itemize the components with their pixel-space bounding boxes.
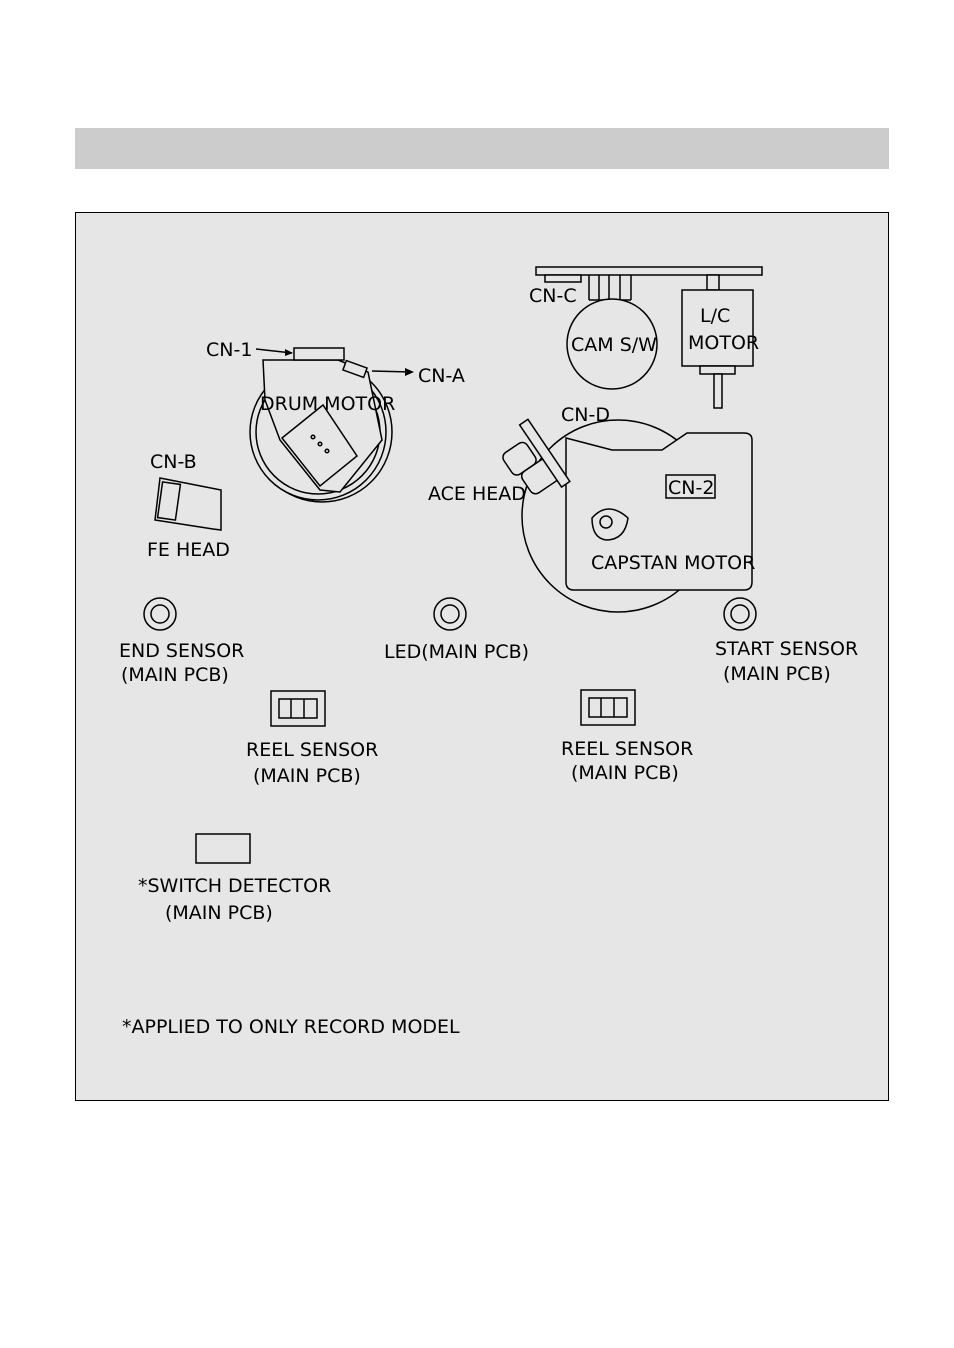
cn-b-label: CN-B [150, 451, 197, 473]
cn-c-label: CN-C [529, 285, 577, 307]
reel-sensor-right-label-line1: REEL SENSOR [561, 738, 693, 760]
cn-1-label: CN-1 [206, 339, 252, 361]
cn-d-label: CN-D [561, 404, 610, 426]
end-sensor [144, 598, 176, 630]
reel-sensor-left-label-line1: REEL SENSOR [246, 739, 378, 761]
capstan-motor-label: CAPSTAN MOTOR [591, 552, 755, 574]
reel-sensor-left [271, 691, 325, 726]
switch-detector-label-line1: *SWITCH DETECTOR [138, 875, 331, 897]
switch-detector [196, 834, 250, 863]
end-sensor-label-line1: END SENSOR [119, 640, 244, 662]
reel-sensor-right-label-line2: (MAIN PCB) [571, 762, 679, 784]
cn-2-label: CN-2 [668, 477, 714, 499]
lc-motor-label-line1: L/C [700, 305, 730, 327]
lc-motor-body [682, 290, 753, 366]
end-sensor-label-line2: (MAIN PCB) [121, 664, 229, 686]
lc-motor-label-line2: MOTOR [688, 332, 759, 354]
footnote: *APPLIED TO ONLY RECORD MODEL [122, 1016, 460, 1038]
fe-head [155, 478, 221, 530]
start-sensor-label-line1: START SENSOR [715, 638, 858, 660]
drum-motor-label: DRUM MOTOR [260, 393, 395, 415]
cn-a-label: CN-A [418, 365, 465, 387]
start-sensor [724, 598, 756, 630]
start-sensor-label-line2: (MAIN PCB) [723, 663, 831, 685]
switch-detector-label-line2: (MAIN PCB) [165, 902, 273, 924]
reel-sensor-left-label-line2: (MAIN PCB) [253, 765, 361, 787]
reel-sensor-right [581, 690, 635, 725]
led-label: LED(MAIN PCB) [384, 641, 529, 663]
ace-head-label: ACE HEAD [428, 483, 526, 505]
capstan-motor-assembly [492, 419, 752, 612]
fe-head-label: FE HEAD [147, 539, 230, 561]
led [434, 598, 466, 630]
cam-sw-label: CAM S/W [571, 334, 657, 356]
drum-motor-assembly [250, 348, 414, 502]
